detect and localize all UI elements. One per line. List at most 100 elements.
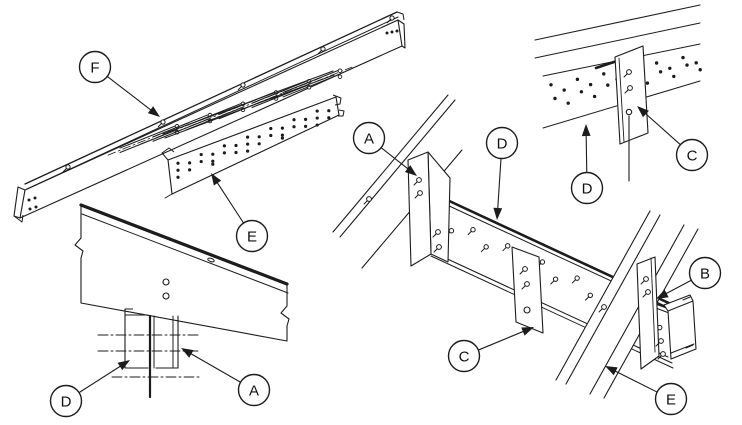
bolt-tick bbox=[521, 285, 526, 290]
bolt bbox=[643, 276, 649, 282]
bolt bbox=[483, 244, 489, 250]
web-top-edge-thick bbox=[594, 59, 619, 70]
hole bbox=[645, 81, 650, 85]
bolt bbox=[626, 69, 632, 75]
far-rail-end-cap bbox=[13, 186, 26, 219]
leader-line bbox=[215, 179, 245, 224]
plate-fold-line bbox=[650, 257, 656, 353]
leader-arrowhead bbox=[656, 289, 669, 299]
callout-B: B bbox=[656, 256, 722, 299]
hole bbox=[234, 143, 238, 148]
figure-beam-hanger-detail bbox=[74, 203, 290, 399]
near-rail-web bbox=[167, 96, 340, 195]
leader-line bbox=[585, 132, 588, 174]
bracket bbox=[124, 308, 133, 368]
joist-edge bbox=[332, 94, 449, 233]
callout-letter: F bbox=[90, 59, 99, 76]
hole bbox=[211, 152, 215, 156]
bolt-tick bbox=[655, 342, 660, 347]
rung bbox=[251, 80, 308, 104]
bolt-tick bbox=[550, 280, 555, 285]
hole bbox=[199, 159, 203, 164]
leader-line bbox=[78, 364, 123, 394]
hole bbox=[222, 144, 226, 148]
clip-plate-b bbox=[636, 256, 660, 370]
hole bbox=[694, 61, 698, 65]
hole bbox=[211, 159, 215, 163]
hole bbox=[681, 55, 685, 60]
hole bbox=[602, 72, 606, 76]
bolt bbox=[436, 244, 442, 250]
joist-edge bbox=[589, 224, 685, 395]
joist-edge bbox=[555, 210, 651, 381]
hole bbox=[315, 123, 319, 127]
hole bbox=[553, 96, 557, 101]
callout-circle bbox=[485, 126, 519, 160]
bolt bbox=[240, 82, 246, 88]
bolt-tick bbox=[584, 296, 590, 301]
callout-circle bbox=[237, 373, 271, 407]
leader-line bbox=[663, 279, 692, 296]
channel-end-lip bbox=[685, 344, 694, 349]
leader-arrowhead bbox=[637, 106, 649, 118]
callout-letter: D bbox=[497, 135, 508, 152]
bolt bbox=[539, 259, 546, 265]
beam-flange-inner bbox=[81, 213, 289, 294]
hole bbox=[33, 196, 37, 200]
near-rail-flange bbox=[162, 70, 334, 135]
far-rail-end-cap bbox=[397, 19, 406, 49]
near-rail-flange bbox=[164, 74, 335, 139]
rung-centerline bbox=[107, 122, 190, 156]
hole bbox=[549, 83, 553, 87]
bolt-tick bbox=[640, 280, 645, 285]
callout-circle bbox=[570, 171, 604, 205]
bolt bbox=[389, 15, 395, 21]
hole bbox=[280, 126, 284, 130]
callout-A: A bbox=[352, 121, 417, 176]
callout-D: D bbox=[570, 124, 604, 205]
bolt bbox=[574, 275, 580, 281]
bolt-tick bbox=[157, 123, 162, 128]
bolt bbox=[337, 68, 343, 73]
bolt bbox=[552, 276, 559, 282]
bolt-tick bbox=[657, 355, 662, 360]
hole bbox=[390, 30, 394, 34]
callout-letter: C bbox=[459, 348, 470, 365]
leader-arrowhead bbox=[147, 106, 160, 117]
joist-edge bbox=[339, 99, 456, 238]
bolt bbox=[337, 74, 343, 79]
hole bbox=[566, 101, 570, 105]
beam-web bbox=[74, 204, 290, 342]
hole bbox=[211, 162, 215, 166]
callout-circle bbox=[352, 121, 386, 155]
bolt bbox=[160, 119, 166, 125]
bolt bbox=[522, 266, 528, 272]
hole bbox=[162, 292, 170, 300]
callout-D: D bbox=[485, 126, 519, 220]
bolt bbox=[645, 289, 651, 295]
bolt bbox=[366, 196, 372, 202]
hole bbox=[575, 77, 580, 82]
top-strip-end bbox=[396, 11, 405, 21]
callout-letter: D bbox=[61, 393, 72, 410]
leader-line bbox=[497, 157, 502, 212]
hole bbox=[685, 63, 689, 67]
hole bbox=[27, 198, 31, 202]
joist-edge bbox=[565, 214, 661, 385]
bolt-tick bbox=[363, 200, 368, 205]
leader-line bbox=[612, 369, 658, 393]
hole bbox=[176, 168, 180, 172]
hole bbox=[654, 61, 659, 65]
hole bbox=[658, 70, 663, 74]
callout-C: C bbox=[637, 106, 709, 172]
hole bbox=[162, 278, 170, 286]
rung-centerline bbox=[173, 99, 256, 133]
hole bbox=[269, 133, 273, 138]
hole bbox=[523, 306, 531, 314]
bolt bbox=[470, 227, 476, 233]
hole bbox=[188, 168, 192, 172]
bolt-tick bbox=[480, 247, 486, 253]
hole bbox=[34, 205, 38, 209]
